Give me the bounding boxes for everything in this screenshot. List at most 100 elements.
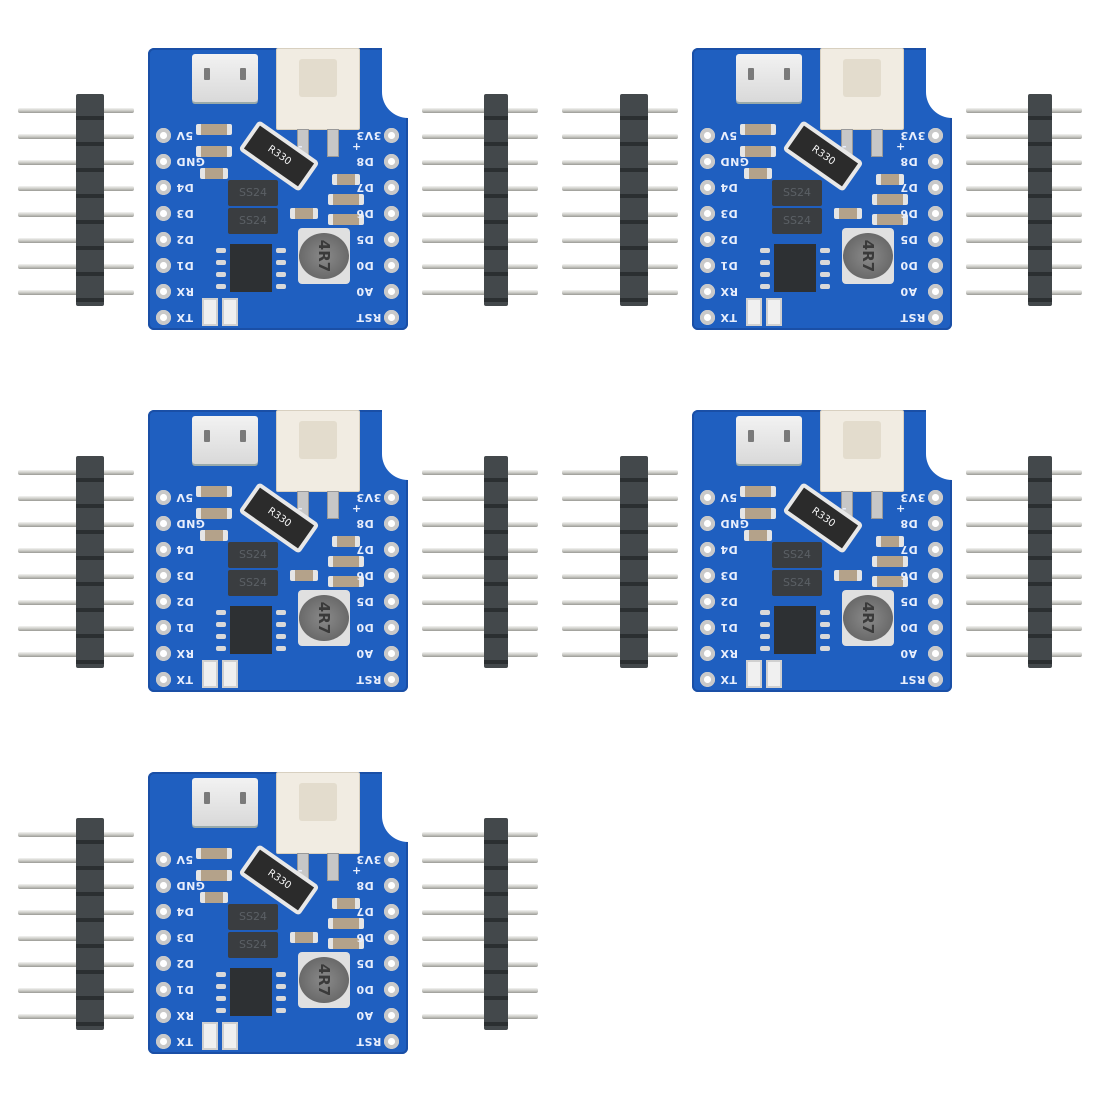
pin-hole xyxy=(384,568,399,583)
pin-hole xyxy=(928,154,943,169)
pin-hole xyxy=(156,904,171,919)
pin-label-right: RST xyxy=(356,1035,382,1048)
schottky-diode: SS24 xyxy=(228,208,278,234)
pin-hole xyxy=(156,852,171,867)
pin-hole xyxy=(928,672,943,687)
status-led xyxy=(222,660,238,688)
pin-hole xyxy=(384,310,399,325)
pin-hole xyxy=(384,258,399,273)
jst-battery-connector xyxy=(820,410,904,519)
battery-shield-kit: - + R330 SS24 SS24 4R7 xyxy=(18,408,558,710)
header-pin xyxy=(422,962,538,967)
status-led xyxy=(222,298,238,326)
pin-hole xyxy=(156,310,171,325)
polarity-minus-label: - xyxy=(298,864,304,877)
pin-hole xyxy=(384,904,399,919)
pin-label-right: D7 xyxy=(356,543,374,556)
smd-capacitor xyxy=(290,570,318,581)
status-led xyxy=(202,660,218,688)
pin-hole xyxy=(928,206,943,221)
pin-hole xyxy=(928,620,943,635)
smd-capacitor xyxy=(196,146,232,157)
pin-label-left: D2 xyxy=(176,595,194,608)
jst-leg-plus xyxy=(327,853,339,881)
header-pin xyxy=(966,626,1082,631)
pin-label-left: 5V xyxy=(176,491,194,504)
pin-label-left: D3 xyxy=(720,207,738,220)
header-pin xyxy=(422,108,538,113)
pin-hole xyxy=(384,232,399,247)
pin-label-left: D3 xyxy=(720,569,738,582)
status-led xyxy=(746,660,762,688)
pin-hole xyxy=(384,956,399,971)
header-pin xyxy=(966,574,1082,579)
pin-label-left: GND xyxy=(176,155,205,168)
header-plastic-body xyxy=(76,456,104,668)
jst-socket xyxy=(299,421,337,459)
pin-label-right: D6 xyxy=(900,207,918,220)
pin-label-right: 3V3 xyxy=(356,491,382,504)
header-pin xyxy=(966,186,1082,191)
pin-label-right: D6 xyxy=(356,569,374,582)
pin-hole xyxy=(156,594,171,609)
polarity-minus-label: - xyxy=(298,140,304,153)
header-plastic-body xyxy=(1028,94,1052,306)
pin-label-right: D5 xyxy=(356,957,374,970)
status-led xyxy=(202,298,218,326)
header-plastic-body xyxy=(484,818,508,1030)
pin-hole xyxy=(384,594,399,609)
pin-label-left: RX xyxy=(176,647,194,660)
battery-shield-kit: - + R330 SS24 SS24 4R7 xyxy=(18,770,558,1072)
pin-hole xyxy=(384,516,399,531)
pin-label-right: D0 xyxy=(900,621,918,634)
smd-capacitor xyxy=(328,576,364,587)
pin-hole xyxy=(384,154,399,169)
charger-ic xyxy=(216,606,286,654)
header-plastic-body xyxy=(1028,456,1052,668)
battery-shield-kit: - + R330 SS24 SS24 4R7 xyxy=(562,46,1100,348)
pin-label-left: 5V xyxy=(720,129,738,142)
pin-label-left: TX xyxy=(720,311,737,324)
smd-capacitor xyxy=(740,146,776,157)
smd-capacitor xyxy=(196,870,232,881)
pin-label-right: D5 xyxy=(356,595,374,608)
pin-hole xyxy=(928,646,943,661)
battery-shield-pcb: - + R330 SS24 SS24 4R7 xyxy=(148,46,410,330)
micro-usb-connector xyxy=(192,54,258,102)
pin-hole xyxy=(156,646,171,661)
pin-label-right: A0 xyxy=(356,1009,374,1022)
micro-usb-connector xyxy=(192,778,258,826)
pin-hole xyxy=(384,490,399,505)
smd-capacitor xyxy=(200,168,228,179)
schottky-diode: SS24 xyxy=(772,208,822,234)
pin-hole xyxy=(384,852,399,867)
pin-label-right: D8 xyxy=(356,517,374,530)
pin-hole xyxy=(700,672,715,687)
pin-hole xyxy=(700,180,715,195)
header-pin xyxy=(422,988,538,993)
pin-hole xyxy=(384,542,399,557)
status-led xyxy=(766,660,782,688)
smd-capacitor xyxy=(834,570,862,581)
pin-hole xyxy=(700,620,715,635)
pin-hole xyxy=(700,490,715,505)
pin-hole xyxy=(700,232,715,247)
smd-capacitor xyxy=(740,508,776,519)
pin-hole xyxy=(700,154,715,169)
pin-hole xyxy=(700,542,715,557)
jst-socket xyxy=(299,783,337,821)
pin-label-right: D7 xyxy=(356,181,374,194)
pin-hole xyxy=(156,568,171,583)
header-pin xyxy=(422,212,538,217)
pin-label-left: D2 xyxy=(176,957,194,970)
pin-label-left: D4 xyxy=(176,181,194,194)
pin-label-right: 3V3 xyxy=(356,853,382,866)
charger-ic xyxy=(216,968,286,1016)
pin-label-right: D8 xyxy=(356,155,374,168)
header-plastic-body xyxy=(484,456,508,668)
pin-label-left: D1 xyxy=(176,983,194,996)
schottky-diode: SS24 xyxy=(228,904,278,930)
pin-label-left: TX xyxy=(720,673,737,686)
header-plastic-body xyxy=(620,456,648,668)
battery-shield-pcb: - + R330 SS24 SS24 4R7 xyxy=(148,770,410,1054)
